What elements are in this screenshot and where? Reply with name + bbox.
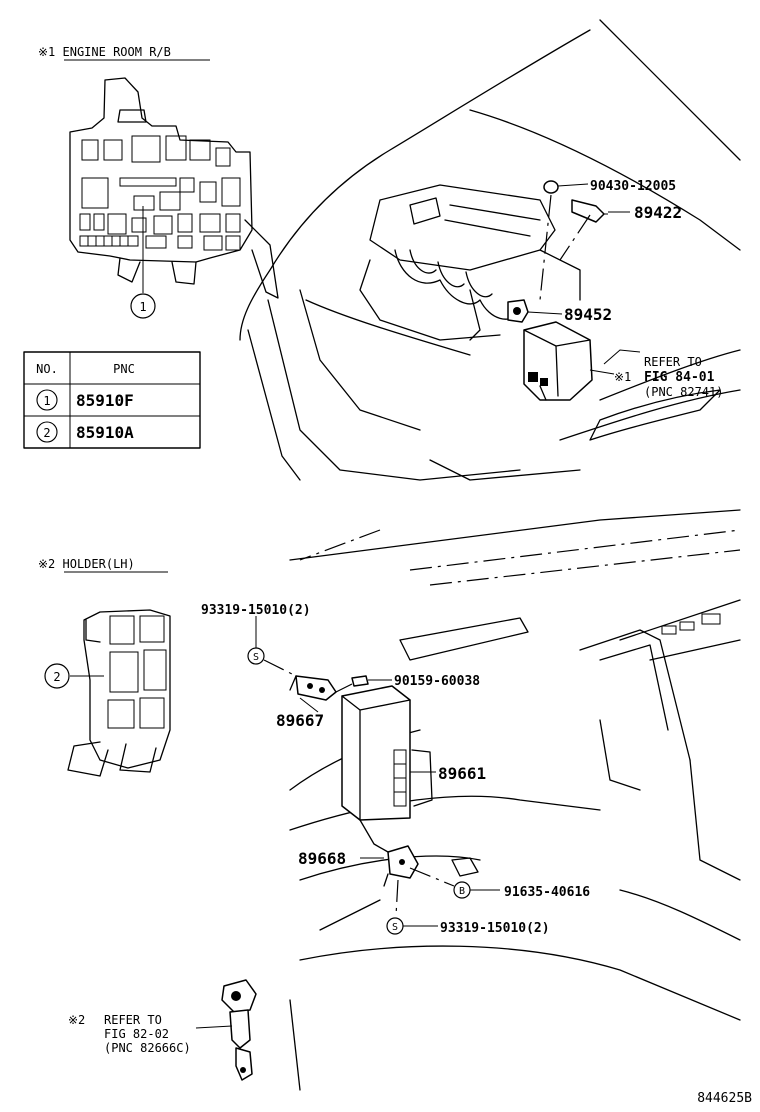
section2-callout: 2 [44,663,70,689]
part-label-90430-12005: 90430-12005 [590,179,676,194]
pnc-table-header-no: NO. [36,362,58,376]
part-label-90159-60038: 90159-60038 [394,674,480,689]
part-label-89422: 89422 [634,203,682,222]
part-label-89668: 89668 [298,849,346,868]
pnc-table-row2-pnc: 85910A [76,423,134,442]
pnc-table-row1-pnc: 85910F [76,391,134,410]
holder-lh-drawing [67,609,171,777]
section1-callout: 1 [130,293,156,319]
figure-id: 844625B [697,1091,752,1106]
section2-title: ※2 HOLDER(LH) [38,557,135,571]
pnc-table-header-pnc: PNC [113,362,135,376]
part-label-91635-40616: 91635-40616 [504,885,590,900]
fastener-b: B [459,886,465,897]
section2-title-group: ※2 HOLDER(LH) [38,557,168,573]
refer2-line2: FIG 82-02 [104,1027,169,1041]
section2-callout-number: 2 [53,670,60,684]
refer2-marker: ※2 [68,1013,85,1027]
refer2-line3: (PNC 82666C) [104,1041,191,1055]
part-label-89661: 89661 [438,764,486,783]
engine-room-relay-block-drawing [69,77,279,299]
refer2-line1: REFER TO [104,1013,162,1027]
pnc-table: NO. PNC 1 85910F 2 85910A [23,351,201,449]
fastener-s-bottom: S [392,922,398,933]
refer1-line1: REFER TO [644,355,702,369]
refer1-line2: FIG 84-01 [644,370,715,385]
part-label-93319-15010-top: 93319-15010(2) [201,603,311,618]
section1-title: ※1 ENGINE ROOM R/B [38,45,171,59]
interior-drawing [195,509,741,1091]
engine-bay-drawing [239,19,741,481]
section1-title-group: ※1 ENGINE ROOM R/B [38,45,210,61]
part-label-89667: 89667 [276,711,324,730]
pnc-table-row2-no: 2 [43,426,50,440]
engine-bay-labels: 90430-12005 89422 89452 REFER TO ※1 FIG … [564,179,723,399]
part-label-93319-15010-bottom: 93319-15010(2) [440,921,550,936]
interior-labels: 93319-15010(2) S 90159-60038 89667 89661… [68,603,590,1055]
fastener-s-top: S [253,652,259,663]
part-label-89452: 89452 [564,305,612,324]
section1-callout-number: 1 [139,300,146,314]
refer1-marker: ※1 [614,370,631,384]
refer1-line3: (PNC 82741) [644,385,723,399]
pnc-table-row1-no: 1 [43,394,50,408]
